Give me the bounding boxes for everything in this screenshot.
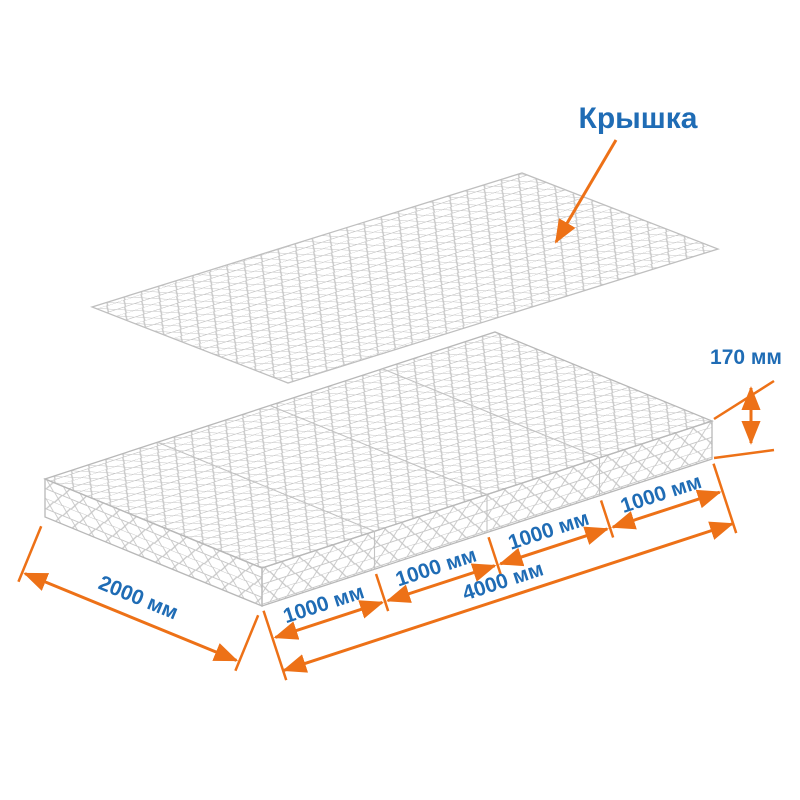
height-dimension-label: 170 мм: [710, 346, 782, 369]
height-ext-top: [713, 379, 775, 421]
width-tick-start: [17, 525, 43, 583]
length-tick-3: [599, 500, 615, 538]
diaphragm-lines: [157, 368, 601, 570]
lid-callout: Крышка: [554, 102, 698, 244]
dimension-height-170: 170 мм: [710, 346, 782, 460]
width-dimension-arrow: [23, 572, 239, 662]
total-length-arrow: [282, 521, 734, 673]
mattress-body: [43, 331, 714, 607]
width-dimension-label: 2000 мм: [95, 571, 181, 624]
height-ext-bottom: [713, 448, 775, 460]
length-tick-4: [712, 463, 738, 534]
lid-surface: [90, 172, 720, 384]
length-tick-1: [374, 573, 390, 612]
lid-callout-arrow: [554, 139, 618, 244]
length-tick-2: [487, 536, 502, 575]
segment-arrow-4: [611, 489, 722, 530]
lid-mesh-panel: [90, 172, 720, 384]
width-tick-end: [234, 614, 260, 672]
lid-callout-label: Крышка: [579, 102, 698, 135]
length-tick-0: [262, 610, 288, 681]
